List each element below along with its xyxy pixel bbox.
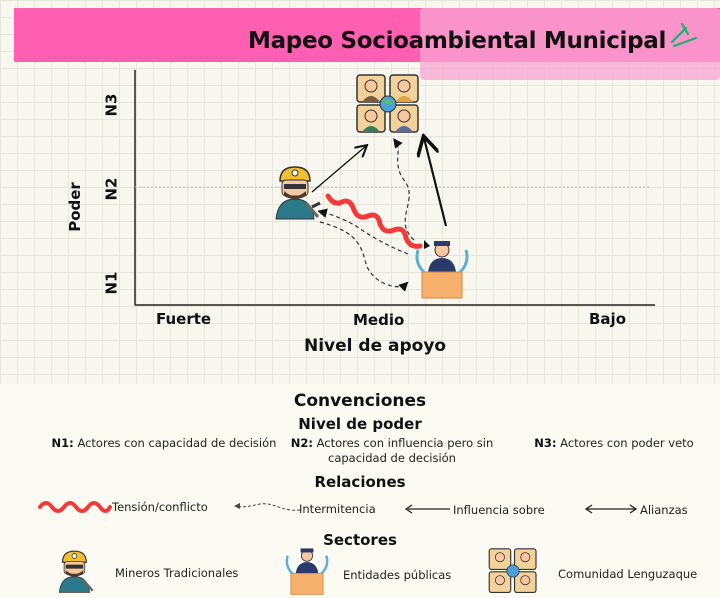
y-tick-n2: N2 xyxy=(102,177,121,201)
power-heading: Nivel de poder xyxy=(298,415,422,433)
relation-intermittence: Intermitencia xyxy=(299,502,376,516)
community-group-icon xyxy=(356,74,419,133)
n3-text: Actores con poder veto xyxy=(560,436,694,450)
influence-arrow-miner xyxy=(311,146,366,193)
x-axis-label: Nivel de apoyo xyxy=(304,336,447,356)
relation-conflict: Tensión/conflicto xyxy=(112,500,208,514)
influence-legend-icon xyxy=(404,504,450,514)
sector-public-entities: Entidades públicas xyxy=(343,568,452,582)
legend-panel xyxy=(0,384,720,598)
title-highlight xyxy=(420,8,720,80)
power-level-n2: N2: Actores con influencia pero sin capa… xyxy=(276,436,508,466)
legend-heading: Convenciones xyxy=(293,391,427,411)
n1-code: N1: xyxy=(51,436,74,450)
relations-heading: Relaciones xyxy=(314,473,406,491)
miner-legend-icon xyxy=(58,550,94,593)
spark-icon xyxy=(670,22,698,48)
x-tick-medio: Medio xyxy=(353,311,405,329)
n2-code: N2: xyxy=(290,436,313,450)
sector-miners: Mineros Tradicionales xyxy=(115,566,239,580)
relation-alliance: Alianzas xyxy=(640,503,688,517)
conflict-wave xyxy=(325,193,423,249)
intermittence-loop-back xyxy=(317,208,409,255)
intermittence-loop xyxy=(319,221,409,292)
sectors-heading: Sectores xyxy=(323,531,397,549)
intermittence-tip xyxy=(424,240,430,249)
page-title: Mapeo Socioambiental Municipal xyxy=(248,28,667,54)
official-podium-icon xyxy=(415,241,469,299)
intermittence-legend-icon xyxy=(234,503,301,511)
sector-community: Comunidad Lenguzaque xyxy=(558,567,698,581)
intermittence-arrow-up xyxy=(393,138,415,241)
power-level-n3: N3: Actores con poder veto xyxy=(508,436,720,451)
relations-diagram xyxy=(134,70,655,306)
miner-icon xyxy=(275,166,321,220)
x-tick-fuerte: Fuerte xyxy=(156,310,212,328)
y-tick-n3: N3 xyxy=(102,93,121,117)
n3-code: N3: xyxy=(534,436,557,450)
conflict-legend-icon xyxy=(38,501,112,513)
n1-text: Actores con capacidad de decisión xyxy=(77,436,277,450)
relation-influence: Influencia sobre xyxy=(453,503,545,517)
alliance-legend-icon xyxy=(584,504,638,514)
power-level-n1: N1: Actores con capacidad de decisión xyxy=(48,436,280,451)
n2-text: Actores con influencia pero sin capacida… xyxy=(316,436,494,465)
official-legend-icon xyxy=(285,548,329,595)
y-axis-label: Poder xyxy=(65,182,84,232)
alliance-arrow-official xyxy=(424,138,448,227)
y-tick-n1: N1 xyxy=(102,271,121,295)
community-legend-icon xyxy=(488,548,537,594)
x-tick-bajo: Bajo xyxy=(589,310,627,328)
